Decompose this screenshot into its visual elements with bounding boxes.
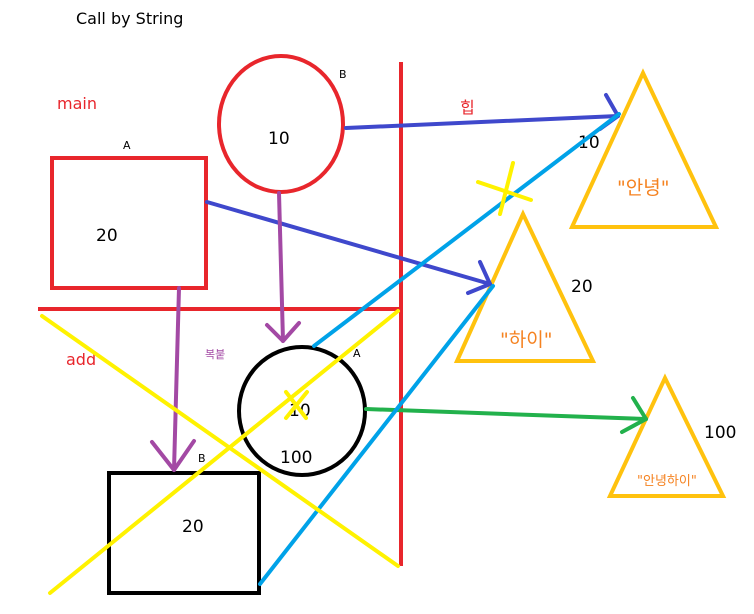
heap-reference-cross-mark [476,161,533,216]
diagram-title: Call by String [76,9,183,28]
old-value-cross-mark [284,390,309,420]
heap-object-annyeong-text: "안녕" [617,177,669,199]
main-variable-b-value: 10 [268,129,290,149]
arrow-main-b-to-annyeong [344,93,620,131]
copy-paste-label: 복붙 [205,348,225,361]
arrow-copy-b-to-add-a [265,191,301,343]
main-variable-a-value: 20 [96,226,118,246]
heap-object-hai-address: 20 [571,277,593,297]
add-a-reference-line [312,112,621,348]
heap-object-annyeonghai-text: "안녕하이" [637,474,697,489]
heap-object-annyeonghai [606,373,727,498]
arrow-copy-a-to-add-b [150,286,196,472]
main-variable-b-circle [217,54,345,194]
main-variable-b-label: B [339,68,347,81]
add-variable-b-box [107,471,261,595]
main-variable-a-box [50,156,208,290]
heap-object-annyeong [568,68,720,229]
add-frame-cross-line-2 [48,309,400,595]
main-variable-a-label: A [123,139,131,152]
add-variable-b-value: 20 [182,517,204,537]
arrow-main-a-to-hai [205,200,492,295]
heap-object-annyeonghai-address: 100 [704,423,736,443]
add-b-reference-line [258,284,495,586]
main-frame-label: main [57,94,97,113]
add-variable-a-new-value: 100 [280,448,312,468]
add-variable-a-label: A [353,347,361,360]
add-frame-label: add [66,350,96,369]
add-variable-b-label: B [198,452,206,465]
arrow-add-a-to-annyeonghai [364,396,648,434]
add-variable-a-circle [237,345,367,477]
heap-object-annyeong-address: 10 [578,133,600,153]
heap-label: 힙 [460,98,475,117]
add-frame-cross-line-1 [40,314,400,568]
heap-object-hai-text: "하이" [500,329,552,351]
